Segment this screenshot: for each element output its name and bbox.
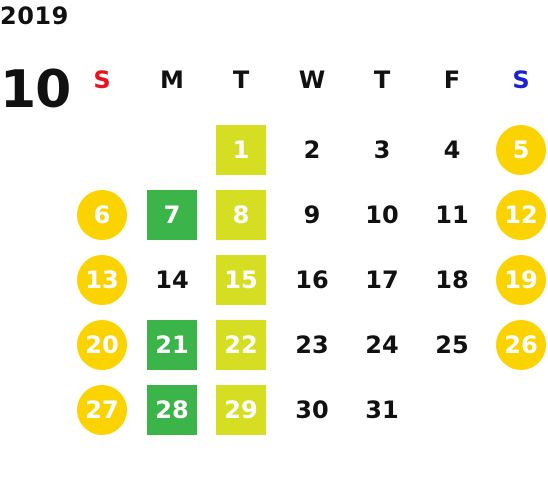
day-cell-31[interactable]: 31 [365, 396, 399, 424]
day-cell-2[interactable]: 2 [303, 136, 321, 164]
day-cell-19[interactable]: 19 [496, 255, 546, 305]
day-cell-22[interactable]: 22 [216, 320, 266, 370]
day-cell-24[interactable]: 24 [365, 331, 399, 359]
day-cell-20[interactable]: 20 [77, 320, 127, 370]
day-cell-1[interactable]: 1 [216, 125, 266, 175]
weekday-header-tuesday: T [232, 66, 250, 94]
day-cell-4[interactable]: 4 [443, 136, 461, 164]
day-cell-15[interactable]: 15 [216, 255, 266, 305]
day-cell-5[interactable]: 5 [496, 125, 546, 175]
calendar-month: 10 [0, 60, 71, 120]
day-cell-9[interactable]: 9 [303, 201, 321, 229]
day-cell-25[interactable]: 25 [435, 331, 469, 359]
day-cell-3[interactable]: 3 [373, 136, 391, 164]
day-cell-8[interactable]: 8 [216, 190, 266, 240]
day-cell-21[interactable]: 21 [147, 320, 197, 370]
day-cell-6[interactable]: 6 [77, 190, 127, 240]
weekday-header-thursday: T [373, 66, 391, 94]
day-cell-10[interactable]: 10 [365, 201, 399, 229]
weekday-header-saturday: S [512, 66, 530, 94]
weekday-header-friday: F [443, 66, 461, 94]
day-cell-30[interactable]: 30 [295, 396, 329, 424]
day-cell-26[interactable]: 26 [496, 320, 546, 370]
day-cell-17[interactable]: 17 [365, 266, 399, 294]
weekday-header-wednesday: W [298, 66, 326, 94]
day-cell-27[interactable]: 27 [77, 385, 127, 435]
day-cell-29[interactable]: 29 [216, 385, 266, 435]
day-cell-13[interactable]: 13 [77, 255, 127, 305]
day-cell-7[interactable]: 7 [147, 190, 197, 240]
day-cell-12[interactable]: 12 [496, 190, 546, 240]
day-cell-28[interactable]: 28 [147, 385, 197, 435]
weekday-header-sunday: S [93, 66, 111, 94]
day-cell-16[interactable]: 16 [295, 266, 329, 294]
weekday-header-monday: M [160, 66, 184, 94]
calendar-year: 2019 [0, 2, 69, 30]
day-cell-18[interactable]: 18 [435, 266, 469, 294]
day-cell-23[interactable]: 23 [295, 331, 329, 359]
day-cell-14[interactable]: 14 [155, 266, 189, 294]
day-cell-11[interactable]: 11 [435, 201, 469, 229]
